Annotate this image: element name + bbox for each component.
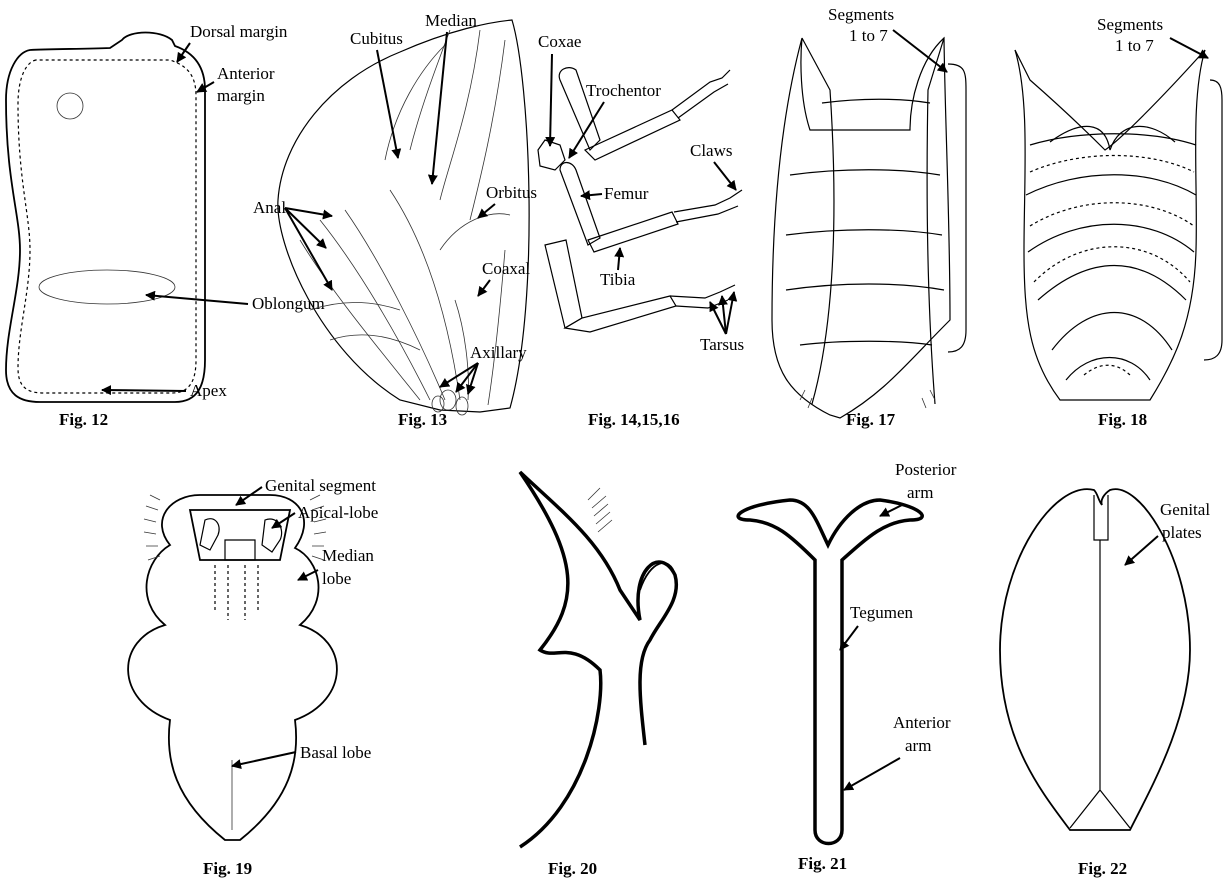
label-cubitus: Cubitus [350, 29, 403, 48]
fig21-labels: Posterior arm Tegumen Anterior arm Fig. … [798, 460, 957, 873]
fig19-labels: Genital segment Apical-lobe Median lobe … [203, 476, 378, 878]
label-posterior: Posterior [895, 460, 957, 479]
fig21-tegumen [738, 500, 922, 844]
label-anterior: Anterior [893, 713, 951, 732]
fig18-abdomen [1015, 50, 1222, 400]
label-median: Median [425, 11, 477, 30]
label-femur: Femur [604, 184, 649, 203]
caption-fig18: Fig. 18 [1098, 410, 1147, 429]
fig20-labels: Fig. 20 [548, 859, 597, 878]
label-median-19: Median [322, 546, 374, 565]
label-arm-21b: arm [905, 736, 931, 755]
fig12-spot [57, 93, 83, 119]
label-axillary: Axillary [470, 343, 527, 362]
fig17-labels: Segments 1 to 7 Fig. 17 [828, 5, 947, 429]
label-apex: Apex [190, 381, 227, 400]
caption-fig19: Fig. 19 [203, 859, 252, 878]
label-arm-21a: arm [907, 483, 933, 502]
caption-fig13: Fig. 13 [398, 410, 447, 429]
label-tibia: Tibia [600, 270, 636, 289]
label-range-17: 1 to 7 [849, 26, 888, 45]
label-dorsal-margin: Dorsal margin [190, 22, 288, 41]
label-genital: Genital [1160, 500, 1210, 519]
label-tarsus: Tarsus [700, 335, 744, 354]
caption-fig22: Fig. 22 [1078, 859, 1127, 878]
label-tegumen: Tegumen [850, 603, 914, 622]
label-orbitus: Orbitus [486, 183, 537, 202]
label-apical-lobe: Apical-lobe [298, 503, 378, 522]
label-segments-17: Segments [828, 5, 894, 24]
fig17-abdomen [772, 38, 966, 418]
label-anterior-margin-2: margin [217, 86, 265, 105]
label-coaxal: Coaxal [482, 259, 530, 278]
label-claws: Claws [690, 141, 733, 160]
fig12-elytron [6, 33, 205, 403]
label-plates: plates [1162, 523, 1202, 542]
caption-fig21: Fig. 21 [798, 854, 847, 873]
label-lobe-19: lobe [322, 569, 351, 588]
fig20-paramere [520, 472, 676, 847]
label-genital-segment: Genital segment [265, 476, 376, 495]
label-segments-18: Segments [1097, 15, 1163, 34]
fig18-labels: Segments 1 to 7 Fig. 18 [1097, 15, 1208, 429]
fig19-genitalia [128, 495, 337, 840]
label-range-18: 1 to 7 [1115, 36, 1154, 55]
label-oblongum: Oblongum [252, 294, 325, 313]
fig14-labels: Coxae Trochentor Claws Femur Tibia Tarsu… [538, 32, 744, 429]
fig22-labels: Genital plates Fig. 22 [1078, 500, 1210, 878]
caption-fig12: Fig. 12 [59, 410, 108, 429]
caption-fig17: Fig. 17 [846, 410, 896, 429]
caption-fig20: Fig. 20 [548, 859, 597, 878]
label-coxae: Coxae [538, 32, 581, 51]
fig12-labels: Dorsal margin Anterior margin Oblongum A… [59, 22, 325, 429]
fig13-labels: Cubitus Median Anal Orbitus Coaxal Axill… [253, 11, 537, 429]
label-anal: Anal [253, 198, 286, 217]
caption-fig14: Fig. 14,15,16 [588, 410, 680, 429]
label-basal-lobe: Basal lobe [300, 743, 371, 762]
fig12-oblongum-shape [39, 270, 175, 304]
label-trochentor: Trochentor [586, 81, 661, 100]
label-anterior-margin-1: Anterior [217, 64, 275, 83]
